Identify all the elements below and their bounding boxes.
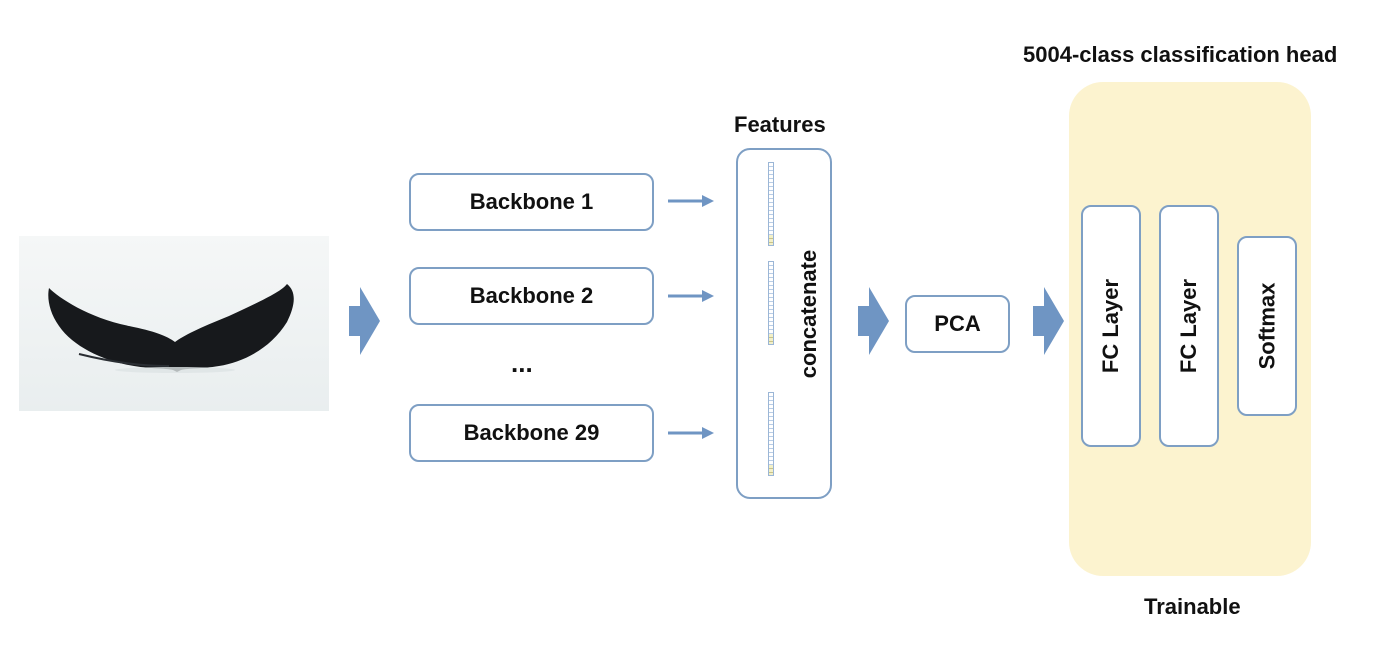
- ellipsis: ...: [511, 348, 533, 378]
- input-image: [19, 236, 329, 411]
- backbone-29-box: Backbone 29: [409, 404, 654, 462]
- backbone-2-box: Backbone 2: [409, 267, 654, 325]
- head-title: 5004-class classification head: [1023, 42, 1338, 67]
- backbone-1-label: Backbone 1: [469, 189, 594, 214]
- fc-layer-1-label: FC Layer: [1098, 278, 1123, 374]
- trainable-caption: Trainable: [1144, 594, 1241, 619]
- small-arrow-2: [702, 290, 714, 302]
- features-title: Features: [734, 112, 826, 137]
- feature-vector-29: [768, 392, 774, 476]
- big-arrow-2: [858, 287, 889, 355]
- small-arrow-1: [702, 195, 714, 207]
- pca-box: PCA: [905, 295, 1010, 353]
- fc-layer-2-label: FC Layer: [1176, 278, 1201, 374]
- pca-label: PCA: [934, 311, 981, 336]
- big-arrow-3: [1033, 287, 1064, 355]
- softmax-label: Softmax: [1254, 282, 1280, 370]
- features-box: concatenate: [736, 148, 832, 499]
- feature-vector-1: [768, 162, 774, 246]
- whale-tail-icon: [19, 236, 329, 411]
- small-arrow-3: [702, 427, 714, 439]
- concatenate-label: concatenate: [796, 249, 822, 379]
- backbone-1-box: Backbone 1: [409, 173, 654, 231]
- softmax-box: Softmax: [1237, 236, 1297, 416]
- backbone-29-label: Backbone 29: [463, 420, 600, 445]
- feature-vector-2: [768, 261, 774, 345]
- fc-layer-1-box: FC Layer: [1081, 205, 1141, 447]
- fc-layer-2-box: FC Layer: [1159, 205, 1219, 447]
- backbone-2-label: Backbone 2: [469, 283, 594, 308]
- big-arrow-1: [349, 287, 380, 355]
